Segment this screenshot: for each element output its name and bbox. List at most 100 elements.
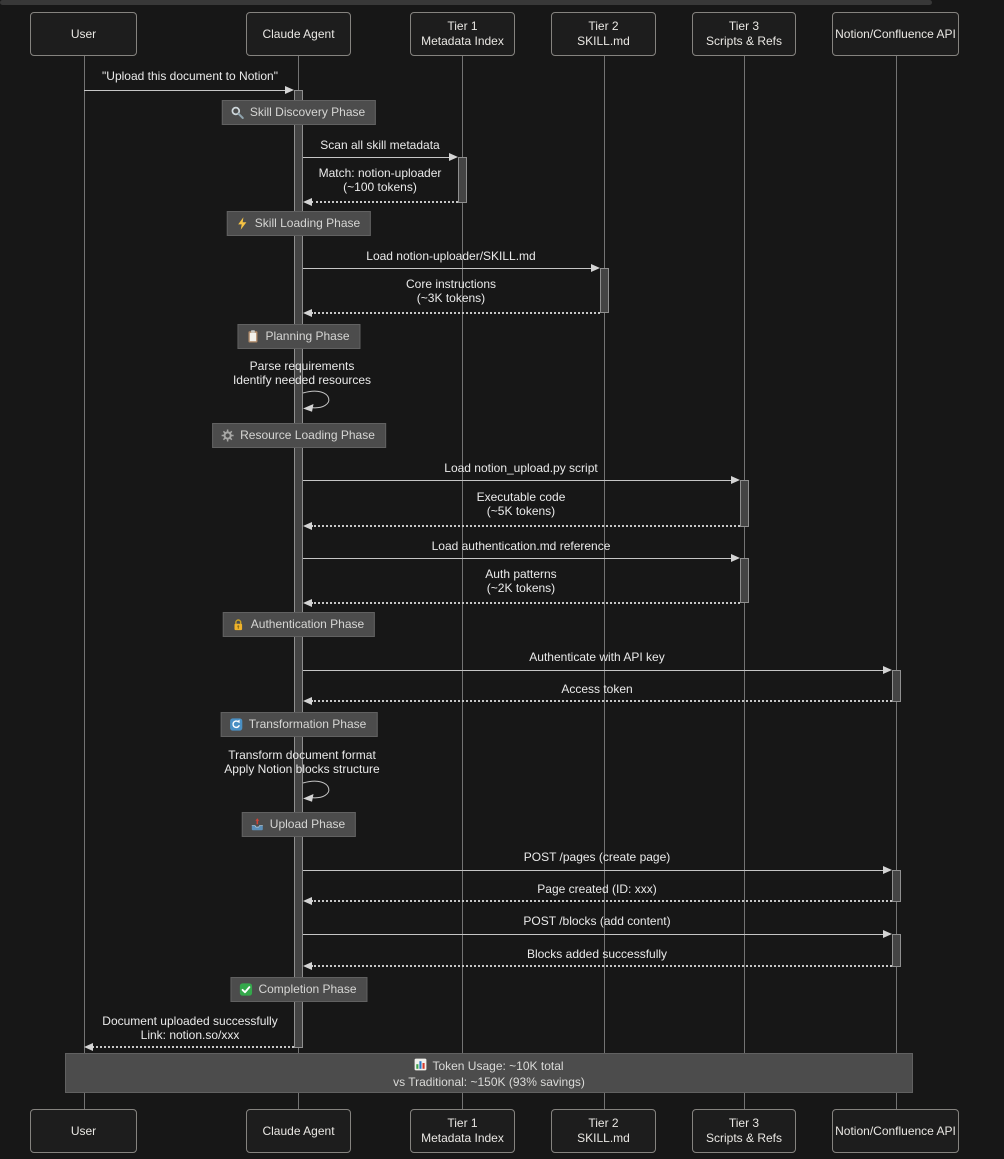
message-text: Transform document format [228, 748, 376, 762]
message-line [92, 1046, 294, 1048]
phase-note: Authentication Phase [222, 612, 376, 637]
check-icon [239, 983, 253, 996]
arrowhead-icon [303, 962, 312, 970]
message-text: POST /pages (create page) [523, 850, 671, 864]
message-label: Executable code(~5K tokens) [476, 490, 566, 518]
arrowhead-icon [731, 476, 740, 484]
upload-icon [251, 818, 264, 831]
participant-label: SKILL.md [577, 1131, 630, 1145]
message-label: Load authentication.md reference [432, 539, 611, 554]
participant-label: Tier 3 [728, 19, 760, 33]
participant-label: Metadata Index [421, 34, 504, 48]
phase-label: Skill Discovery Phase [249, 105, 366, 119]
participant-user-bottom: User [30, 1109, 137, 1153]
participant-label: Tier 1 [447, 19, 478, 33]
activation-bar-tier2 [599, 268, 609, 313]
participant-label: Notion/Confluence API [835, 26, 956, 41]
lifeline-notion [896, 56, 897, 1109]
phase-note: Planning Phase [237, 324, 361, 349]
message-line [311, 602, 740, 604]
message-line [311, 201, 458, 203]
message-label: Load notion_upload.py script [444, 461, 597, 476]
participant-claude-bottom: Claude Agent [246, 1109, 351, 1153]
participant-label: SKILL.md [577, 34, 630, 48]
phase-label: Resource Loading Phase [240, 428, 375, 442]
message-text: (~2K tokens) [486, 580, 556, 595]
message-text: Auth patterns [485, 567, 557, 581]
message-label: Load notion-uploader/SKILL.md [366, 249, 535, 264]
message-line [303, 268, 592, 269]
arrowhead-icon [303, 522, 312, 530]
arrowhead-icon [591, 264, 600, 272]
horizontal-scrollbar-thumb[interactable] [0, 0, 932, 5]
clipboard-icon [246, 330, 259, 343]
activation-bar-notion [891, 670, 901, 702]
participant-label: Tier 1 [447, 1116, 478, 1130]
arrowhead-icon [449, 153, 458, 161]
message-line [84, 90, 286, 91]
lock-icon [232, 618, 245, 631]
lifeline-user [84, 56, 85, 1109]
participant-notion-top: Notion/Confluence API [832, 12, 959, 56]
phase-label: Completion Phase [258, 982, 357, 996]
self-loop-arrow-icon [301, 778, 341, 811]
message-text: Parse requirements [249, 359, 355, 373]
message-label: Scan all skill metadata [320, 138, 439, 153]
message-label: Authenticate with API key [529, 650, 664, 665]
lightning-icon [236, 217, 249, 230]
message-line [303, 480, 732, 481]
participant-label: Scripts & Refs [705, 34, 783, 48]
message-text: Link: notion.so/xxx [140, 1027, 240, 1042]
arrowhead-icon [303, 599, 312, 607]
message-line [303, 157, 450, 158]
participant-notion-bottom: Notion/Confluence API [832, 1109, 959, 1153]
arrowhead-icon [883, 666, 892, 674]
phase-note: Transformation Phase [220, 712, 378, 737]
token-usage-line: Token Usage: ~10K total [66, 1058, 912, 1074]
bar-chart-icon [414, 1058, 427, 1074]
participant-label: Claude Agent [262, 26, 335, 41]
message-line [311, 312, 600, 314]
message-line [311, 525, 740, 527]
message-label: Auth patterns(~2K tokens) [485, 567, 557, 595]
message-label: Blocks added successfully [526, 947, 668, 962]
arrowhead-icon [303, 897, 312, 905]
arrowhead-icon [285, 86, 294, 94]
message-text: (~3K tokens) [416, 290, 486, 305]
phase-note: Completion Phase [230, 977, 368, 1002]
message-text: Document uploaded successfully [102, 1014, 278, 1028]
participant-label: Tier 2 [588, 1116, 619, 1130]
message-label: POST /blocks (add content) [523, 914, 670, 929]
activation-bar-notion [891, 870, 901, 902]
message-label: Access token [561, 682, 633, 697]
message-text: Access token [561, 682, 633, 696]
participant-label: User [70, 26, 97, 41]
search-icon [231, 106, 244, 119]
participant-label: Claude Agent [262, 1123, 335, 1138]
arrowhead-icon [731, 554, 740, 562]
arrowhead-icon [303, 198, 312, 206]
phase-note: Resource Loading Phase [212, 423, 386, 448]
phase-note: Upload Phase [241, 812, 357, 837]
activation-bar-notion [891, 934, 901, 967]
message-label: POST /pages (create page) [523, 850, 671, 865]
message-label: Page created (ID: xxx) [537, 882, 656, 897]
message-text: Executable code [476, 490, 566, 504]
arrowhead-icon [303, 697, 312, 705]
phase-label: Upload Phase [269, 817, 346, 831]
participant-label: User [70, 1123, 97, 1138]
phase-note: Skill Discovery Phase [221, 100, 377, 125]
participant-label: Metadata Index [421, 1131, 504, 1145]
message-label: "Upload this document to Notion" [102, 69, 278, 84]
message-text: Blocks added successfully [526, 947, 668, 961]
